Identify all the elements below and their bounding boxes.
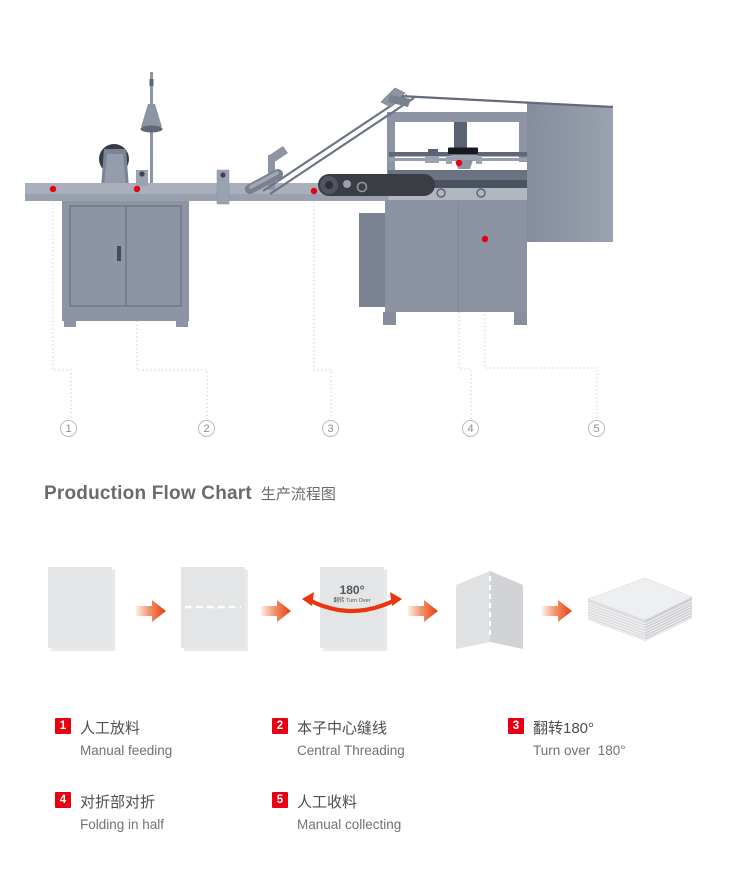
flow-arrow-3	[408, 600, 438, 622]
flow-icons: 180° 翻转 Turn Over	[48, 567, 693, 651]
flow-arrow-1	[136, 600, 166, 622]
step-label-zh: 本子中心缝线	[297, 720, 388, 737]
paper-stack-icon	[587, 577, 693, 641]
flow-step-2: 2 本子中心缝线 Central Threading	[272, 717, 405, 758]
folded-book-icon	[456, 571, 523, 649]
callout-2: 2	[198, 420, 215, 437]
step-label-en: Manual collecting	[297, 817, 402, 832]
callout-5: 5	[588, 420, 605, 437]
step-label-zh: 对折部对折	[80, 794, 156, 811]
ramp-rails	[245, 87, 415, 195]
flow-step-4: 4 对折部对折 Folding in half	[55, 791, 164, 832]
table-posts	[136, 169, 230, 205]
cabinet	[62, 200, 189, 327]
paper-dashed-icon	[181, 567, 248, 651]
step-label-zh: 人工放料	[80, 720, 141, 737]
flow-arrow-4	[542, 600, 572, 622]
step-label-zh: 人工收料	[297, 794, 358, 811]
step-label-zh: 翻转180°	[533, 720, 595, 737]
section-title-zh: 生产流程图	[260, 486, 336, 503]
turn-over-card: 180° 翻转 Turn Over	[302, 567, 402, 651]
section-title-en: Production Flow Chart	[44, 483, 252, 504]
step-number-badge: 1	[55, 718, 71, 734]
motor	[99, 144, 129, 188]
sewing-machine	[359, 112, 527, 325]
step-number-badge: 4	[55, 792, 71, 808]
step-label-en: Turn over 180°	[533, 743, 626, 758]
flow-step-3: 3 翻转180° Turn over 180°	[508, 717, 626, 758]
step-label-en: Folding in half	[80, 817, 165, 832]
flow-step-5: 5 人工收料 Manual collecting	[272, 791, 401, 832]
turn-caption-label: 翻转 Turn Over	[333, 596, 370, 604]
right-panel	[527, 103, 613, 242]
flow-step-1: 1 人工放料 Manual feeding	[55, 717, 172, 758]
callout-1: 1	[60, 420, 77, 437]
callout-3: 3	[322, 420, 339, 437]
callout-4: 4	[462, 420, 479, 437]
step-label-en: Manual feeding	[80, 743, 173, 758]
section-title: Production Flow Chart 生产流程图	[44, 483, 336, 505]
step-number-badge: 3	[508, 718, 524, 734]
step-label-en: Central Threading	[297, 743, 405, 758]
conveyor	[318, 174, 435, 196]
step-number-badge: 5	[272, 792, 288, 808]
thread-stand	[140, 72, 163, 190]
top-arm-rod	[398, 94, 614, 109]
paper-icon-1	[48, 567, 115, 651]
step-number-badge: 2	[272, 718, 288, 734]
infeed-table	[25, 183, 387, 201]
marker-dots	[49, 159, 489, 243]
turn-arrow-arc	[308, 598, 396, 614]
turn-degrees-label: 180°	[340, 583, 365, 597]
flow-arrow-2	[261, 600, 291, 622]
